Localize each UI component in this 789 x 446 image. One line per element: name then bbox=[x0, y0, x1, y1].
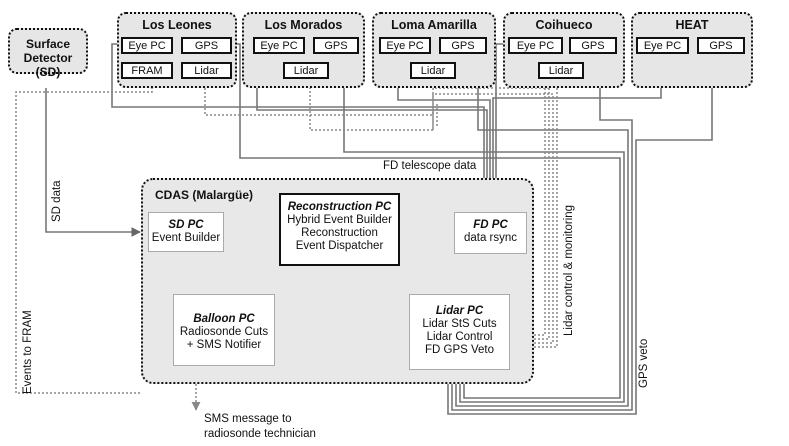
gps-veto-label: GPS veto bbox=[638, 338, 650, 388]
sms-label-line2: radiosonde technician bbox=[204, 428, 316, 440]
loma-amarilla-lidar: Lidar bbox=[410, 62, 456, 79]
los-leones-fram: FRAM bbox=[121, 62, 173, 79]
balloon-pc: Balloon PC Radiosonde Cuts + SMS Notifie… bbox=[173, 294, 275, 366]
events-to-fram-label: Events to FRAM bbox=[22, 310, 34, 394]
loma-amarilla-gps: GPS bbox=[439, 37, 487, 54]
sd-pc-line: Event Builder bbox=[151, 232, 221, 244]
heat-gps: GPS bbox=[697, 37, 745, 54]
sms-label-line1: SMS message to bbox=[204, 413, 292, 425]
coihueco-lidar: Lidar bbox=[538, 62, 584, 79]
recon-pc-title: Reconstruction PC bbox=[287, 201, 392, 213]
fd-pc-title: FD PC bbox=[473, 219, 508, 231]
sd-pc-title: SD PC bbox=[168, 219, 204, 231]
surface-detector: Surface Detector (SD) bbox=[8, 28, 88, 79]
sd-data-label: SD data bbox=[51, 180, 63, 222]
fd-telescope-data-label: FD telescope data bbox=[383, 160, 477, 172]
station-title: Los Morados bbox=[264, 18, 343, 32]
gps-veto-lines bbox=[232, 43, 713, 415]
recon-pc-line: Hybrid Event Builder bbox=[287, 214, 392, 226]
los-leones-gps: GPS bbox=[181, 37, 232, 54]
los-morados-eye-pc: Eye PC bbox=[253, 37, 305, 54]
lidar-control-lines bbox=[15, 67, 563, 411]
los-leones-lidar: Lidar bbox=[181, 62, 232, 79]
lidar-pc-line: FD GPS Veto bbox=[424, 344, 495, 356]
fd-pc: FD PC data rsync bbox=[454, 212, 527, 254]
coihueco-eye-pc: Eye PC bbox=[508, 37, 563, 54]
heat-eye-pc: Eye PC bbox=[636, 37, 689, 54]
sd-line1: Surface bbox=[25, 37, 71, 51]
lidar-pc-line: Lidar StS Cuts bbox=[422, 318, 497, 330]
balloon-pc-line: + SMS Notifier bbox=[186, 339, 262, 351]
los-morados-lidar: Lidar bbox=[283, 62, 329, 79]
sd-line2: Detector (SD) bbox=[23, 51, 73, 79]
reconstruction-pc: Reconstruction PC Hybrid Event Builder R… bbox=[279, 193, 400, 266]
recon-pc-line: Reconstruction bbox=[301, 227, 378, 239]
loma-amarilla-eye-pc: Eye PC bbox=[379, 37, 431, 54]
station-title: Coihueco bbox=[535, 18, 593, 32]
lidar-pc-title: Lidar PC bbox=[435, 305, 484, 317]
los-morados-gps: GPS bbox=[313, 37, 359, 54]
cdas-title: CDAS (Malargüe) bbox=[155, 188, 254, 202]
station-title: Los Leones bbox=[142, 18, 212, 32]
station-heat: HEAT bbox=[631, 12, 753, 88]
station-title: HEAT bbox=[675, 18, 709, 32]
coihueco-gps: GPS bbox=[569, 37, 617, 54]
lidar-control-label: Lidar control & monitoring bbox=[563, 204, 575, 336]
fd-pc-line: data rsync bbox=[463, 232, 518, 244]
recon-pc-line: Event Dispatcher bbox=[295, 240, 384, 252]
los-leones-eye-pc: Eye PC bbox=[121, 37, 173, 54]
sd-pc: SD PC Event Builder bbox=[148, 212, 224, 252]
station-title: Loma Amarilla bbox=[391, 18, 477, 32]
balloon-pc-title: Balloon PC bbox=[193, 313, 255, 325]
balloon-pc-line: Radiosonde Cuts bbox=[179, 326, 269, 338]
lidar-pc: Lidar PC Lidar StS Cuts Lidar Control FD… bbox=[409, 294, 510, 370]
lidar-pc-line: Lidar Control bbox=[426, 331, 493, 343]
